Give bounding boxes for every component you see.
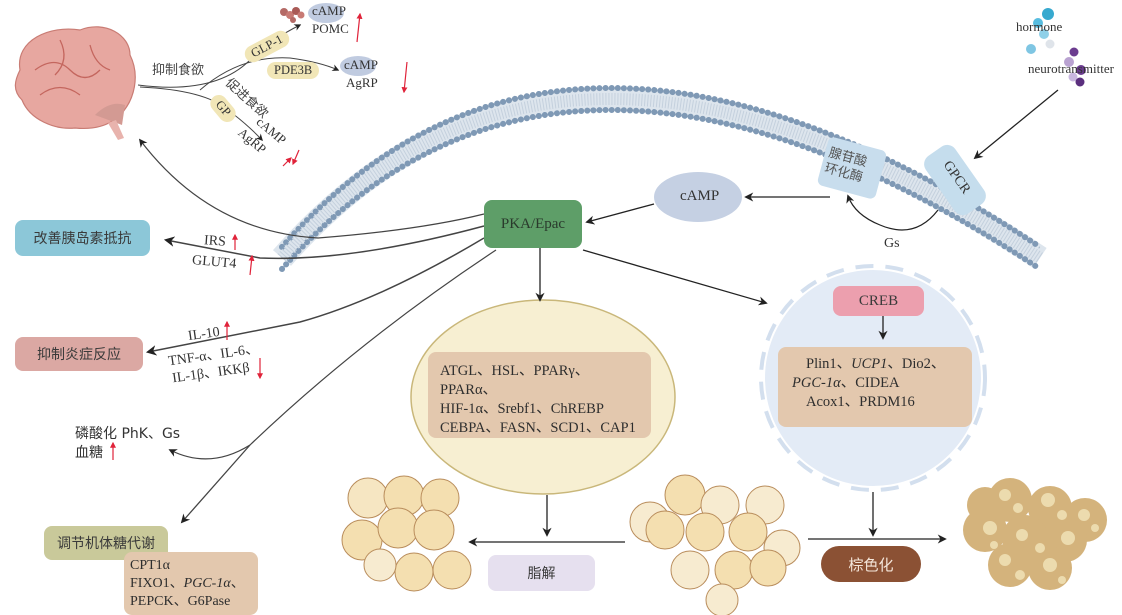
adipocyte-cluster-left [341, 475, 472, 592]
lipolysis-label: 脂解 [527, 566, 556, 582]
irs-label: IRS [203, 233, 227, 250]
fixo1-label: FIXO1、 [130, 576, 184, 591]
suppress-appetite-label: 抑制食欲 [152, 63, 205, 78]
camp-pomc-bg [308, 3, 344, 23]
pgc1a-label: PGC-1α [792, 375, 841, 391]
blood-glucose-label: 血糖 [75, 445, 103, 461]
camp-label: cAMP [680, 188, 720, 204]
browning-label: 棕色化 [848, 555, 894, 574]
pomc-label: POMC [312, 21, 349, 36]
ligand-arrow [973, 89, 1059, 160]
pka-to-brown-arrow [582, 249, 768, 306]
pomc-camp-label: cAMP [312, 3, 346, 18]
inflammation-label: 抑制炎症反应 [37, 347, 121, 363]
gpcr-shape [924, 144, 986, 216]
lipolysis-pill: 脂解 [488, 555, 595, 591]
white-genes-line2: HIF-1α、Srebf1、ChREBP [440, 401, 604, 417]
pepck-g6pase-label: PEPCK、G6Pase [130, 594, 231, 609]
phk-gs-label: 磷酸化 PhK、Gs [75, 426, 181, 442]
glucose-genes-box: CPT1α FIXO1、PGC-1α、 PEPCK、G6Pase [124, 552, 258, 615]
brain-illustration [14, 26, 136, 140]
glucose-metabolism-label: 调节机体糖代谢 [57, 536, 155, 552]
cell-membrane [272, 85, 1047, 272]
gs-arrow [846, 194, 939, 231]
hormone-label: hormone [1016, 19, 1063, 34]
adenylate-cyclase-shape [817, 137, 887, 199]
glp1-peptide [280, 7, 305, 23]
acox1-prdm16-label: Acox1、PRDM16 [806, 394, 915, 410]
pgc1a-label: PGC-1α [183, 576, 231, 591]
insulin-resistance-box: 改善胰岛素抵抗 [15, 220, 150, 256]
creb-label: CREB [858, 292, 899, 309]
hormone-molecules [1026, 8, 1055, 54]
inflammation-box: 抑制炎症反应 [15, 337, 143, 371]
camp-to-pka-arrow [585, 203, 655, 225]
creb-box: CREB [833, 286, 924, 316]
camp-agrp-bg [340, 56, 376, 76]
insulin-resistance-label: 改善胰岛素抵抗 [33, 231, 132, 247]
white-genes-line3: CEBPA、FASN、SCD1、CAP1 [440, 420, 636, 436]
camp-ellipse [654, 172, 742, 222]
adipocyte-cluster-middle [629, 474, 801, 615]
white-adipocyte-genes-box: ATGL、HSL、PPARγ、PPARα、 HIF-1α、Srebf1、ChRE… [428, 352, 651, 438]
pka-epac-label: PKA/Epac [500, 215, 566, 232]
pka-epac-box: PKA/Epac [484, 200, 582, 248]
cpt1a-label: CPT1α [130, 558, 171, 573]
plin1-label: Plin1、 [806, 356, 852, 372]
pka-output-lines [138, 138, 497, 524]
brown-adipocyte-cluster [963, 478, 1107, 590]
browning-pill: 棕色化 [821, 546, 921, 582]
ucp1-label: UCP1 [851, 356, 888, 372]
neurotransmitter-molecules [1064, 47, 1086, 87]
agrp-label: AgRP [346, 75, 378, 90]
agrp-camp-label: cAMP [344, 57, 378, 72]
cidea-label: 、CIDEA [840, 375, 900, 391]
white-genes-line1: ATGL、HSL、PPARγ、PPARα、 [440, 363, 590, 398]
gs-label: Gs [884, 236, 900, 251]
pde3b-label: PDE3B [267, 62, 320, 79]
brown-genes-box: Plin1、UCP1、Dio2、 PGC-1α、CIDEA Acox1、PRDM… [778, 347, 972, 427]
neurotransmitter-label: neurotransmitter [1028, 61, 1114, 76]
lipid-droplets [983, 489, 1099, 584]
dio2-label: 、Dio2、 [887, 356, 946, 372]
